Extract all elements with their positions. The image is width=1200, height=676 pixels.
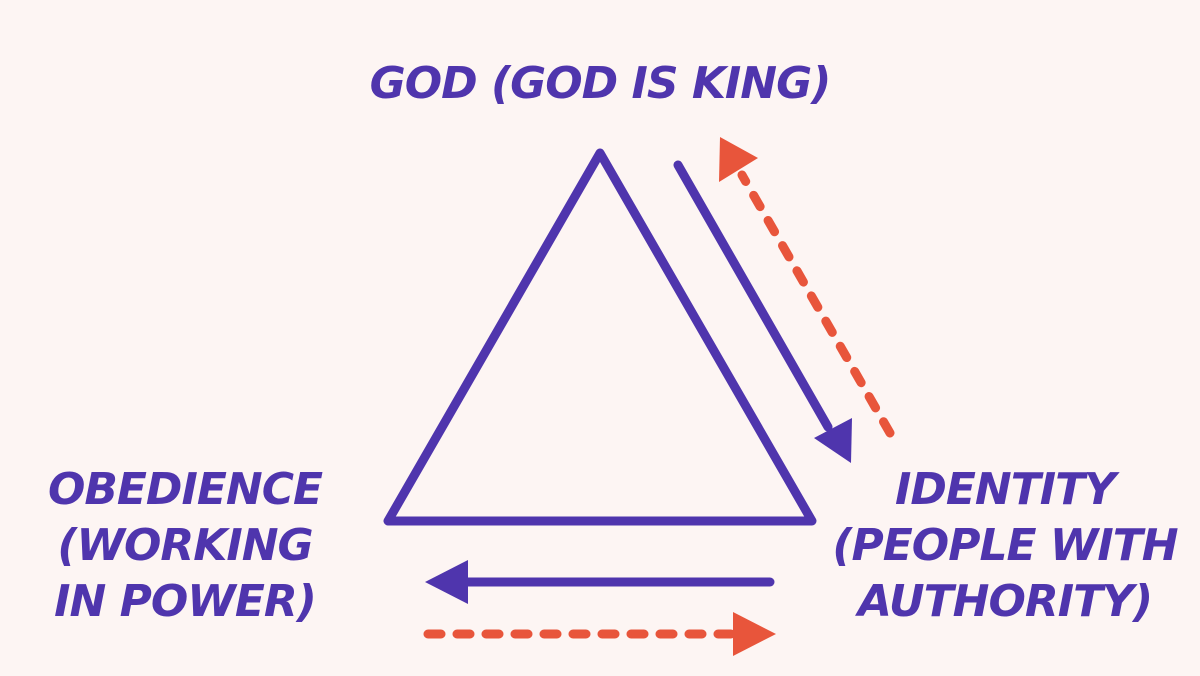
triangle-outline-icon	[383, 148, 817, 526]
arrow-shaft	[737, 170, 895, 438]
node-label-god: GOD (GOD IS KING)	[300, 56, 900, 112]
arrow-shaft	[673, 160, 833, 432]
arrow-obedience-to-identity	[423, 612, 776, 656]
arrow-identity-to-obedience	[425, 560, 775, 604]
node-label-line: GOD (GOD IS KING)	[369, 58, 832, 109]
node-label-identity: IDENTITY (PEOPLE WITH AUTHORITY)	[820, 462, 1190, 630]
arrow-god-to-identity	[673, 160, 852, 463]
arrowhead-down-right-icon	[814, 418, 852, 463]
arrowhead-right-icon	[733, 612, 776, 656]
arrowhead-left-icon	[425, 560, 468, 604]
arrow-identity-to-god	[719, 137, 895, 438]
node-label-line: (PEOPLE WITH	[832, 520, 1178, 571]
node-label-line: OBEDIENCE	[47, 464, 323, 515]
node-label-line: (WORKING	[57, 520, 313, 571]
arrowhead-up-left-icon	[719, 137, 758, 182]
node-label-line: IDENTITY	[894, 464, 1116, 515]
node-label-obedience: OBEDIENCE (WORKING IN POWER)	[20, 462, 350, 630]
node-label-line: IN POWER)	[54, 576, 317, 627]
node-label-line: AUTHORITY)	[857, 576, 1153, 627]
